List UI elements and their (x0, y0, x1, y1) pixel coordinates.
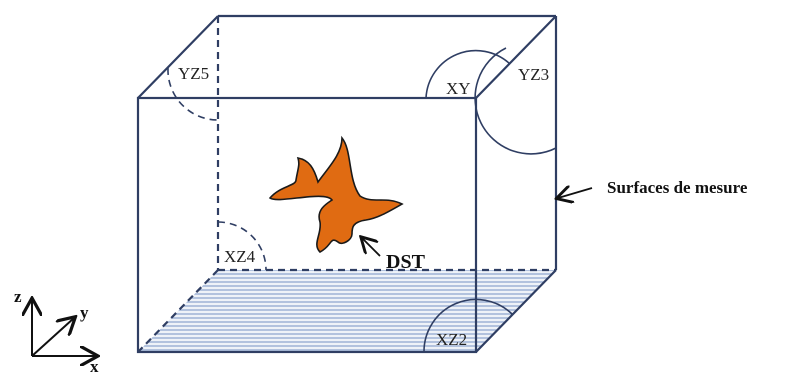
top-left-edge (137, 15, 219, 99)
label-yz5: YZ5 (178, 64, 209, 83)
front-face (136, 96, 478, 354)
dst-pointer-arrow (362, 238, 381, 257)
bottom-right-edge (475, 269, 557, 353)
arc-xz2 (423, 298, 513, 353)
surfaces-pointer-arrow (558, 188, 593, 198)
floor-plane-xy (138, 270, 556, 352)
label-yz3: YZ3 (518, 65, 549, 84)
label-dst: DST (386, 251, 426, 273)
axis-x-label: x (90, 357, 99, 372)
axis-y-label: y (80, 303, 89, 322)
axis-z-label: z (14, 287, 22, 306)
arc-xy (425, 49, 511, 99)
top-right-edge (475, 15, 557, 99)
dst-source-shape (268, 135, 404, 253)
arc-yz3 (474, 47, 557, 155)
label-surfaces-de-mesure: Surfaces de mesure (607, 178, 748, 197)
arc-xz4 (217, 221, 267, 271)
label-xz4: XZ4 (224, 247, 256, 266)
arc-yz5 (167, 67, 219, 121)
label-xz2: XZ2 (436, 330, 467, 349)
label-xy: XY (446, 79, 471, 98)
axis-y-arrow (31, 318, 74, 357)
